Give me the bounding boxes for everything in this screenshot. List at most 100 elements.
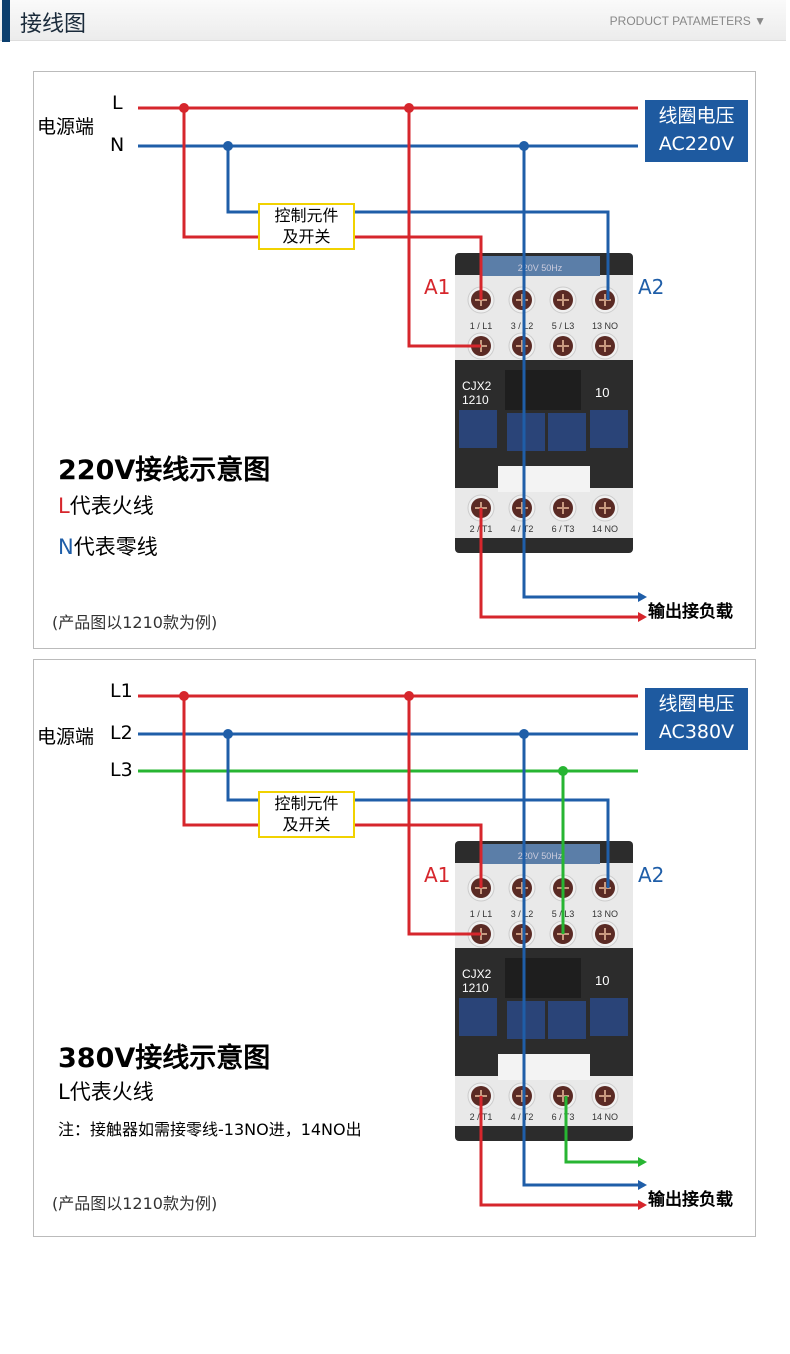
screw-slot [557,294,569,306]
indicator-window [548,413,586,451]
section-title: 接线图 [20,12,87,37]
a2-label: A2 [638,275,665,299]
bottom-terminal-label: 14 NO [592,1112,618,1122]
actuator [505,370,581,410]
junction-dot [179,691,189,701]
indicator-window [507,1001,545,1039]
screw-slot [516,928,528,940]
wire-output-l2 [522,734,640,1187]
junction-dot [223,141,233,151]
wire-output-n [522,146,640,599]
junction-dot [179,103,189,113]
screw-slot [557,340,569,352]
wire-control-n [226,146,258,214]
bottom-terminal-label: 14 NO [592,524,618,534]
wire-output-l [479,508,640,619]
screw-slot [516,882,528,894]
screw-slot [599,1090,611,1102]
bottom-terminal-label: 6 / T3 [552,1112,575,1122]
top-terminal-label: 13 NO [592,909,618,919]
panel-380v [33,659,756,1237]
panel-220v [33,71,756,649]
control-switch-box: 控制元件及开关 [258,791,355,838]
wire-l1 [407,108,481,348]
screw-slot [599,340,611,352]
top-terminal-label: 3 / L2 [511,909,534,919]
output-label: 输出接负载 [648,1190,733,1210]
label-slot [498,1054,590,1080]
indicator-window [507,413,545,451]
label-slot [498,466,590,492]
indicator-window [590,410,628,448]
aux-contact-text: 10 [595,973,609,988]
aux-contact-text: 10 [595,385,609,400]
remark: 注：接触器如需接零线-13NO进，14NO出 [58,1120,362,1139]
arrow-icon [638,1180,647,1190]
wire-control-in [182,696,258,827]
number-text: 1210 [462,393,489,407]
number-text: 1210 [462,981,489,995]
model-text: CJX2 [462,379,492,393]
screw-slot [516,1090,528,1102]
screw-slot [516,294,528,306]
junction-dot [223,729,233,739]
bottom-terminal-label: 4 / T2 [511,1112,534,1122]
top-terminal-label: 13 NO [592,321,618,331]
legend-l: L代表火线 [58,1080,154,1104]
a1-label: A1 [424,863,451,887]
actuator [505,958,581,998]
screw-slot [599,502,611,514]
note: (产品图以1210款为例) [52,1194,218,1213]
indicator-window [459,998,497,1036]
bottom-terminal-label: 6 / T3 [552,524,575,534]
screw-slot [599,928,611,940]
a1-label: A1 [424,275,451,299]
source-label: 电源端 [37,726,95,748]
indicator-window [459,410,497,448]
line-label-l3: L3 [110,759,133,781]
wire-control-in [182,108,258,239]
legend-l: L代表火线 [58,494,154,518]
output-label: 输出接负载 [648,602,733,622]
screw-slot [516,502,528,514]
line-label-l1: L1 [110,680,133,702]
arrow-icon [638,612,647,622]
a2-label: A2 [638,863,665,887]
junction-dot [519,729,529,739]
top-terminal-label: 3 / L2 [511,321,534,331]
junction-dot [519,141,529,151]
wire-l1 [407,696,481,936]
wire-a2 [355,798,610,888]
coil-label-plate [480,844,600,864]
section-subtitle: PRODUCT PATAMETERS ▼ [609,14,766,28]
junction-dot [404,691,414,701]
wire-a1 [355,823,483,888]
coil-text: 220V 50Hz [518,263,563,273]
control-switch-box: 控制元件及开关 [258,203,355,250]
model-text: CJX2 [462,967,492,981]
line-label-l2: L2 [110,722,133,744]
top-terminal-label: 1 / L1 [470,909,493,919]
accent-bar [2,0,10,42]
top-terminal-label: 1 / L1 [470,321,493,331]
diagram-title: 220V接线示意图 [58,455,271,486]
screw-slot [516,340,528,352]
arrow-icon [638,1200,647,1210]
section-header: 接线图 PRODUCT PATAMETERS ▼ [0,0,786,42]
line-label-n: N [110,134,125,156]
bottom-terminal-label: 4 / T2 [511,524,534,534]
coil-text: 220V 50Hz [518,851,563,861]
diagram-title: 380V接线示意图 [58,1043,271,1074]
indicator-window [590,998,628,1036]
wire-output-l3 [564,1096,640,1164]
coil-label-plate [480,256,600,276]
wire-a2 [355,210,610,300]
arrow-icon [638,592,647,602]
indicator-window [548,1001,586,1039]
arrow-icon [638,1157,647,1167]
top-terminal-label: 5 / L3 [552,321,575,331]
source-label: 电源端 [37,116,95,138]
